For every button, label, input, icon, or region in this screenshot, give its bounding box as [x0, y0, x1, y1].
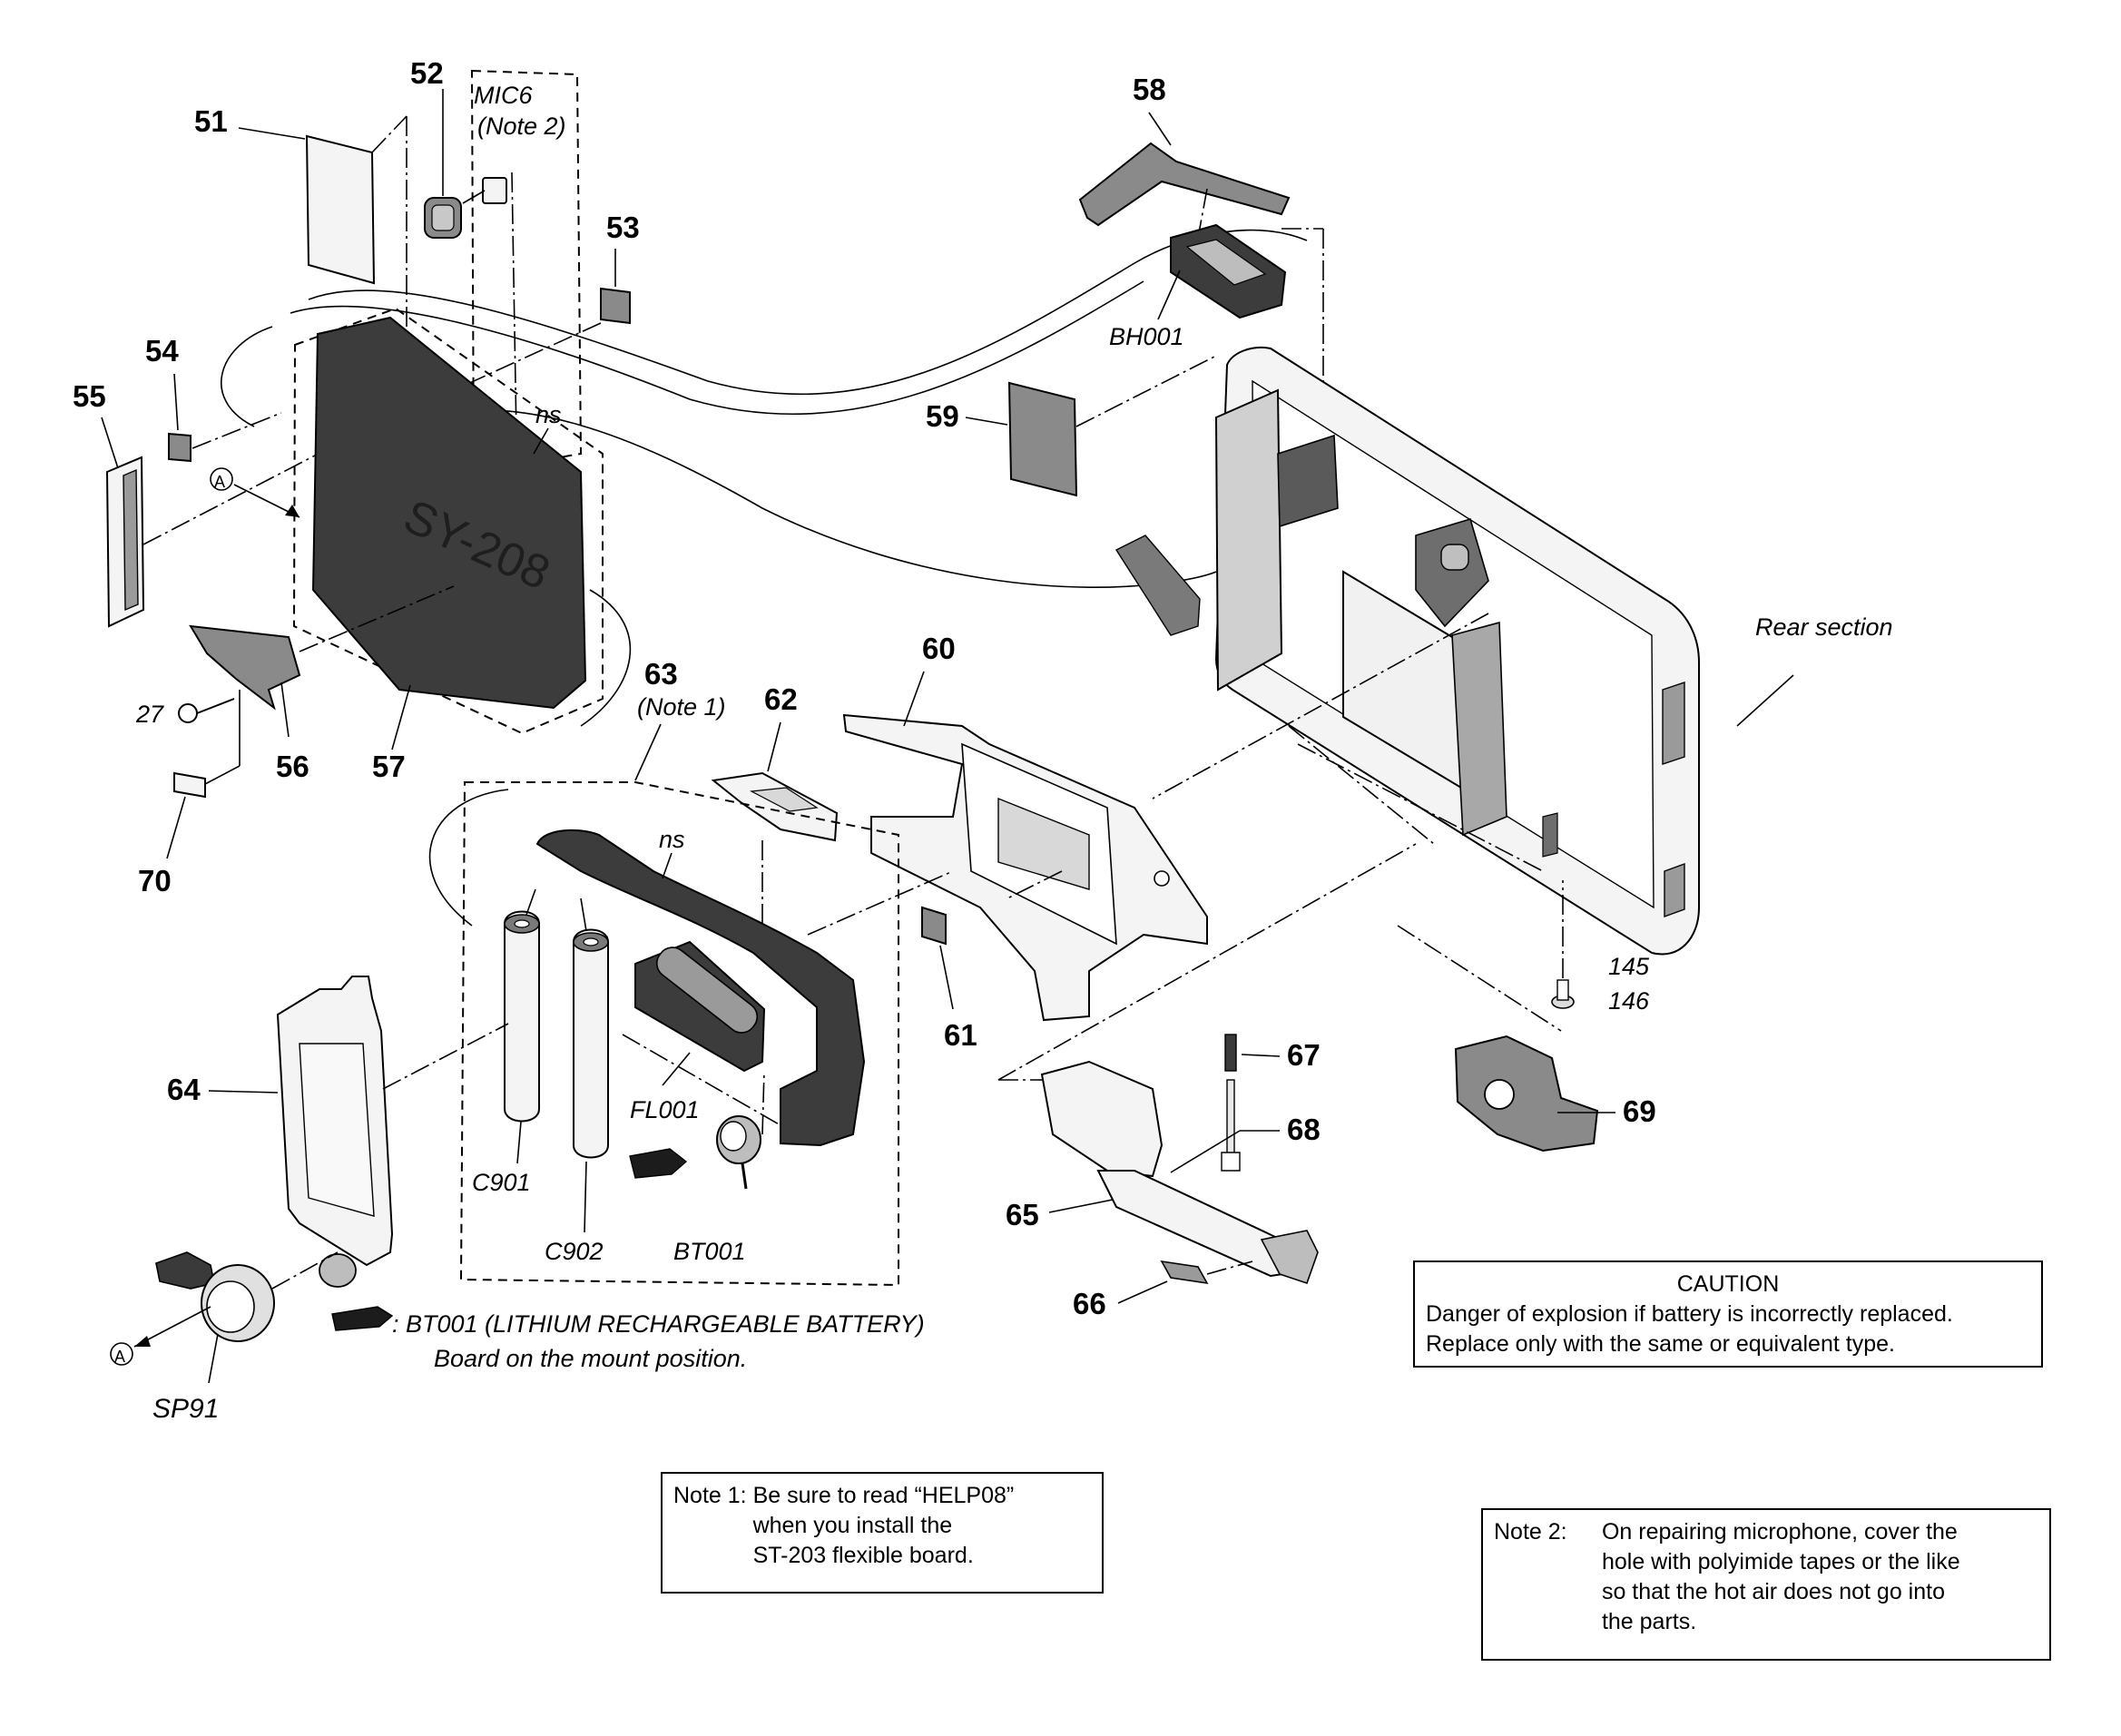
fl001-label: FL001 — [630, 1096, 700, 1123]
part-69-label: 69 — [1623, 1094, 1656, 1128]
c902-label: C902 — [545, 1238, 604, 1265]
part-146-label: 146 — [1608, 987, 1650, 1015]
part-65-label: 65 — [1006, 1198, 1039, 1231]
bt001-legend-subtext: Board on the mount position. — [434, 1345, 747, 1372]
c901-capacitor: C901 — [472, 888, 540, 1196]
marker-a-upper: A — [210, 467, 300, 518]
part-65-slider: 65 — [997, 843, 1417, 1285]
ns-upper-label: ns — [535, 401, 562, 428]
sp91-speaker: SP91 — [152, 1251, 339, 1424]
rear-section-label: Rear section — [1755, 613, 1893, 641]
note2-line-2: hole with polyimide tapes or the like — [1601, 1549, 1960, 1574]
c901-label: C901 — [472, 1169, 531, 1196]
sp91-label: SP91 — [152, 1394, 219, 1424]
note1-line-1: Be sure to read “HELP08” — [752, 1483, 1015, 1508]
part-68-label: 68 — [1287, 1113, 1321, 1146]
caution-title: CAUTION — [1676, 1271, 1780, 1297]
marker-a-upper-label: A — [214, 473, 225, 491]
part-61-pad: 61 — [921, 906, 977, 1052]
part-63-st203-group: 63 (Note 1) ns — [459, 657, 954, 1287]
rear-section-frame: Rear section — [1115, 347, 1893, 956]
part-145-146-screw: 145 146 — [1551, 880, 1650, 1015]
note1-line-3: ST-203 flexible board. — [752, 1543, 974, 1568]
ns-lower-label: ns — [659, 826, 685, 853]
part-66-label: 66 — [1073, 1287, 1106, 1320]
marker-a-lower: A — [110, 1306, 211, 1366]
part-64-case: 64 — [167, 976, 509, 1288]
bt001-label: BT001 — [673, 1238, 746, 1265]
bt001-battery: BT001 — [629, 1070, 765, 1265]
part-52-mic-cushion: 52 — [410, 56, 462, 239]
caution-line-1: Danger of explosion if battery is incorr… — [1426, 1301, 1953, 1327]
marker-a-lower-label: A — [114, 1348, 125, 1366]
part-53-pad: 53 — [453, 211, 640, 391]
bt001-legend: : BT001 (LITHIUM RECHARGEABLE BATTERY) B… — [331, 1306, 925, 1372]
part-57-label: 57 — [372, 750, 406, 783]
part-53-label: 53 — [606, 211, 640, 244]
note2-box: Note 2: On repairing microphone, cover t… — [1481, 1508, 2051, 1661]
part-55-strip: 55 — [73, 379, 337, 628]
part-55-label: 55 — [73, 379, 106, 413]
bh001-label: BH001 — [1109, 323, 1184, 350]
note2-ref-label: (Note 2) — [477, 113, 566, 140]
part-60-frame: 60 — [842, 632, 1208, 1022]
part-58-label: 58 — [1133, 73, 1166, 106]
caution-box: CAUTION Danger of explosion if battery i… — [1413, 1260, 2043, 1368]
note2-line-3: so that the hot air does not go into — [1601, 1579, 1945, 1604]
note1-ref-label: (Note 1) — [637, 693, 726, 721]
part-69-jack-cover: 69 — [1397, 925, 1656, 1152]
mic6-group: MIC6 (Note 2) — [462, 69, 583, 491]
mic6-label: MIC6 — [474, 82, 533, 109]
part-66-lever: 66 — [1073, 1260, 1253, 1320]
caution-line-2: Replace only with the same or equivalent… — [1426, 1331, 1895, 1357]
part-145-label: 145 — [1608, 953, 1650, 980]
part-70-label: 70 — [138, 864, 172, 897]
part-51-label: 51 — [194, 104, 228, 138]
part-62-plate: 62 — [711, 682, 839, 935]
part-59-label: 59 — [926, 399, 959, 433]
part-63-label: 63 — [644, 657, 678, 691]
part-58-flex: 58 — [1078, 73, 1291, 239]
part-27-screw: 27 — [135, 698, 235, 728]
part-27-label: 27 — [135, 701, 164, 728]
part-54-label: 54 — [145, 334, 179, 368]
note1-label: Note 1: — [673, 1483, 747, 1508]
note2-label: Note 2: — [1494, 1519, 1567, 1545]
fl001-display-tube: FL001 — [622, 940, 781, 1126]
bt001-legend-text: : BT001 (LITHIUM RECHARGEABLE BATTERY) — [392, 1310, 925, 1338]
part-62-label: 62 — [764, 682, 798, 716]
part-57-sy208-board: SY-208 ns 57 — [292, 307, 604, 783]
part-61-label: 61 — [944, 1018, 977, 1052]
part-60-label: 60 — [922, 632, 956, 665]
part-56-bracket: 56 — [189, 585, 455, 783]
note2-line-1: On repairing microphone, cover the — [1601, 1519, 1958, 1545]
part-56-label: 56 — [276, 750, 309, 783]
part-70-cushion: 70 — [138, 690, 241, 897]
part-59-sheet: 59 — [926, 355, 1217, 497]
part-67-spring: 67 — [1224, 1034, 1321, 1072]
part-67-label: 67 — [1287, 1038, 1321, 1072]
part-54-pad: 54 — [145, 334, 282, 463]
note1-box: Note 1: Be sure to read “HELP08” when yo… — [661, 1472, 1104, 1594]
note1-line-2: when you install the — [752, 1513, 953, 1538]
part-52-label: 52 — [410, 56, 444, 90]
note2-line-4: the parts. — [1601, 1609, 1697, 1634]
part-64-label: 64 — [167, 1073, 201, 1106]
part-68-pin: 68 — [1170, 1079, 1321, 1173]
c902-capacitor: C902 — [545, 897, 609, 1265]
